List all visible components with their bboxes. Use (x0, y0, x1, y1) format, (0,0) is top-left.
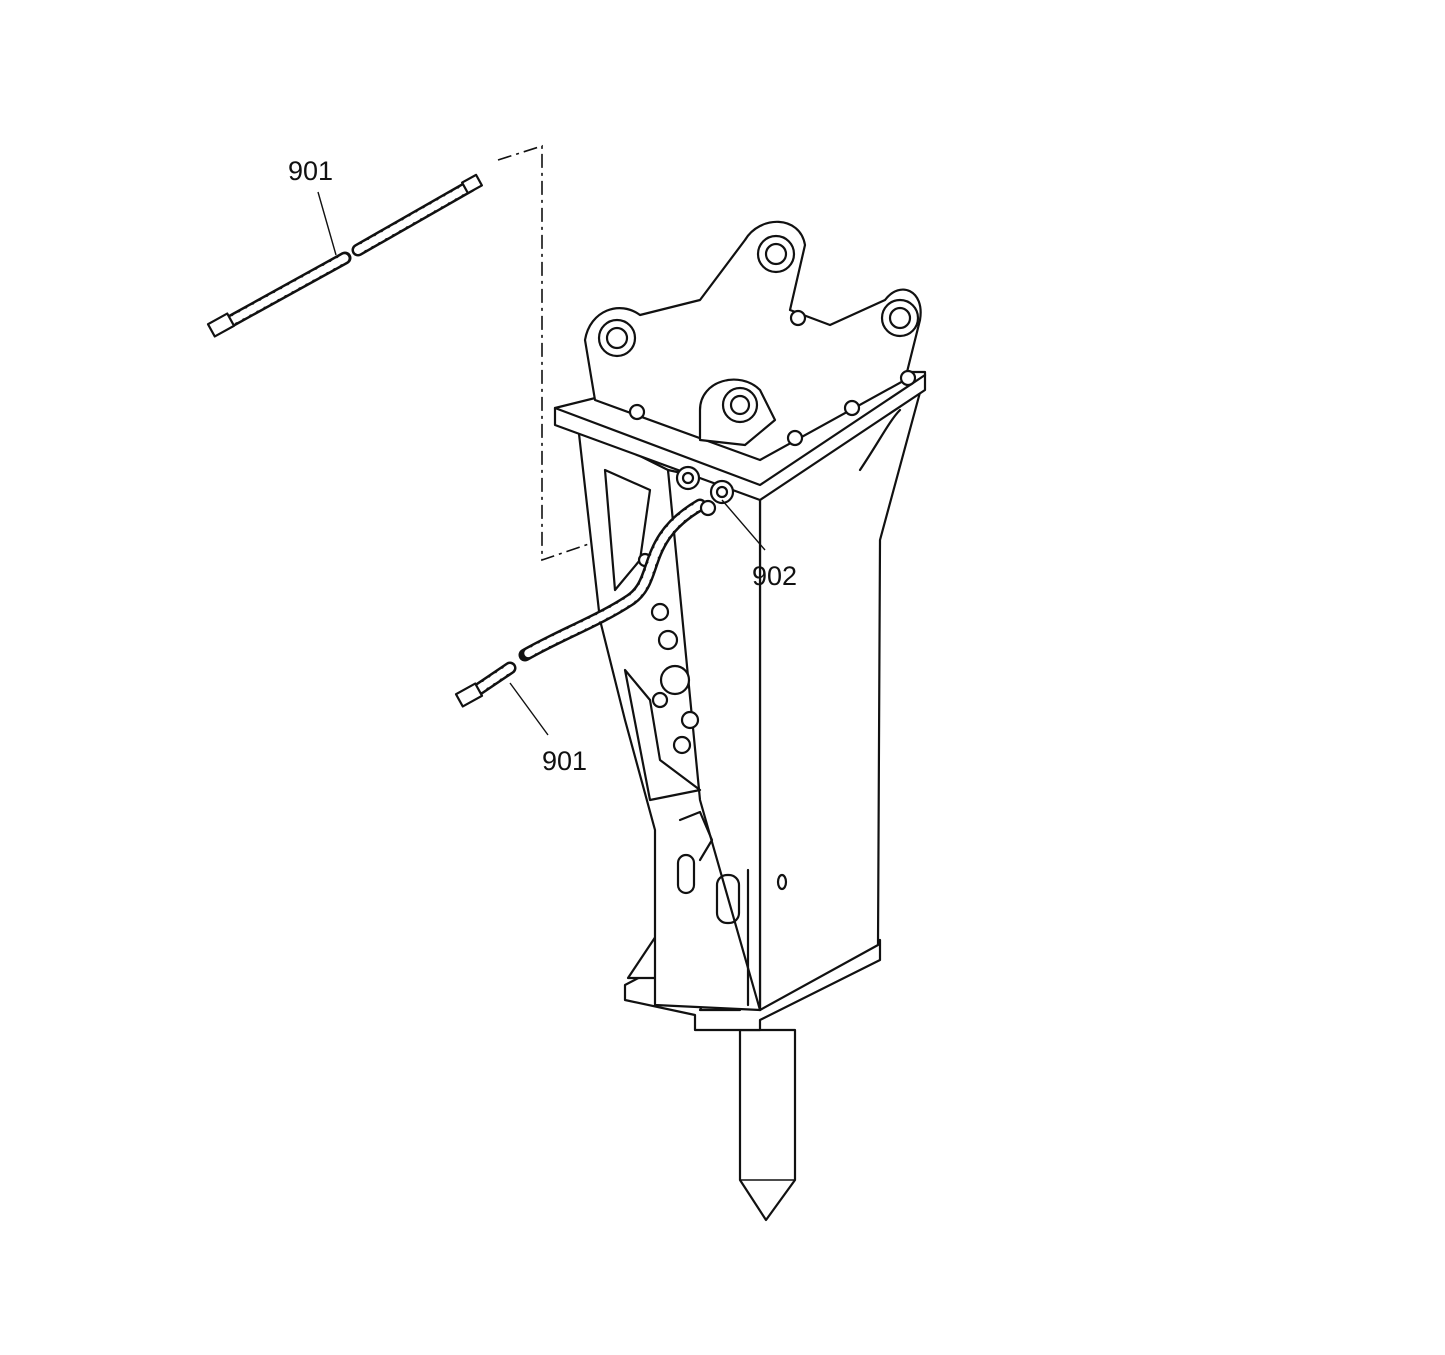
leader-line-902 (721, 499, 766, 551)
installed-hose (454, 498, 707, 708)
side-bolts (637, 552, 700, 755)
top-bracket (553, 220, 927, 502)
top-bolts (628, 309, 917, 447)
upper-hose-901 (206, 173, 484, 338)
fitting-902 (675, 465, 735, 517)
chisel (738, 1028, 797, 1222)
leader-line-901-upper (317, 191, 337, 256)
callout-label-902: 902 (752, 561, 797, 591)
callout-label-901-upper: 901 (288, 156, 333, 186)
callout-label-901-lower: 901 (542, 746, 587, 776)
leader-line-901-lower (509, 682, 549, 736)
breaker-body (576, 383, 924, 1012)
